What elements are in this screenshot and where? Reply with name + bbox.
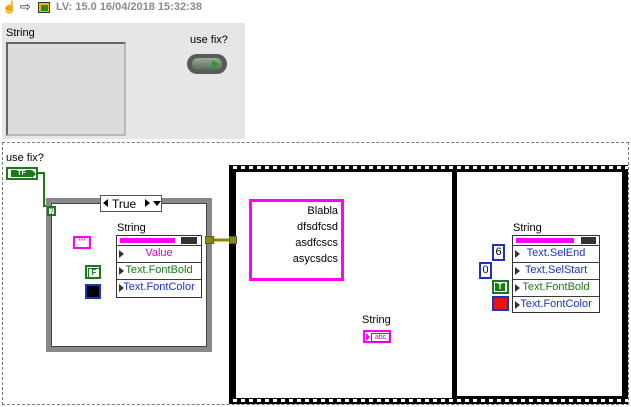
- use-fix-terminal-label: use fix?: [6, 152, 44, 164]
- case-string-label: String: [117, 222, 146, 234]
- use-fix-terminal[interactable]: TF: [6, 167, 38, 180]
- case-property-node[interactable]: Value Text.FontBold Text.FontColor: [116, 235, 202, 298]
- property-node-header: [117, 236, 201, 245]
- arrow-right-icon[interactable]: ⇨: [20, 0, 31, 14]
- black-color-constant[interactable]: [85, 284, 101, 299]
- write-arrow-icon: [515, 250, 520, 258]
- film-holes-bottom: [229, 399, 628, 402]
- write-arrow-icon: [515, 284, 520, 292]
- red-color-constant[interactable]: [492, 296, 509, 311]
- true-badge: T: [495, 283, 505, 291]
- write-arrow-icon: [119, 250, 124, 258]
- true-constant[interactable]: T: [492, 280, 509, 294]
- property-node-header: [513, 236, 599, 245]
- case-increment-icon[interactable]: [145, 199, 150, 207]
- tf-badge: TF: [11, 170, 32, 177]
- toggle-play-icon: [212, 60, 219, 68]
- front-panel: String use fix?: [2, 23, 245, 139]
- string-class-icon: [120, 238, 175, 243]
- string-indicator-terminal-label: String: [362, 314, 391, 326]
- film-holes-top: [229, 166, 628, 169]
- write-arrow-icon: [119, 284, 124, 292]
- toolbar-title: LV: 15.0 16/04/2018 15:32:38: [56, 1, 202, 13]
- empty-string-constant[interactable]: "": [73, 236, 91, 249]
- case-selector[interactable]: True: [100, 195, 162, 212]
- false-constant[interactable]: F: [85, 265, 101, 279]
- prop-fontbold: Text.FontBold: [117, 262, 201, 278]
- string-indicator[interactable]: [6, 42, 126, 136]
- block-diagram-icon[interactable]: [41, 5, 48, 11]
- write-arrow-icon: [515, 301, 520, 309]
- block-diagram-area: [2, 142, 629, 405]
- use-fix-control-label: use fix?: [190, 34, 228, 46]
- string-line-2: dfsdfcsd: [297, 221, 338, 233]
- case-selector-label: True: [112, 197, 137, 211]
- refnum-icon: [181, 237, 197, 244]
- prop-fontcolor: Text.FontColor: [513, 296, 599, 312]
- case-output-tunnel: [205, 236, 214, 244]
- prop-selend: Text.SelEnd: [513, 245, 599, 261]
- case-dropdown-icon[interactable]: [153, 201, 161, 206]
- refnum-icon: [581, 237, 596, 244]
- string-line-4: asycsdcs: [292, 253, 338, 265]
- sel-end-constant[interactable]: 6: [492, 244, 505, 261]
- selector-terminal: ?: [47, 206, 56, 216]
- multiline-string-constant[interactable]: Blabla dfsdfcsd asdfcscs asycsdcs: [249, 199, 344, 281]
- string-indicator-terminal[interactable]: abc: [363, 330, 391, 343]
- prop-fontcolor: Text.FontColor: [117, 279, 201, 296]
- seq2-property-node[interactable]: Text.SelEnd Text.SelStart Text.FontBold …: [512, 235, 600, 313]
- terminal-arrow-icon: [366, 333, 370, 341]
- operate-hand-icon[interactable]: ☝: [2, 0, 17, 14]
- use-fix-toggle-button[interactable]: [187, 54, 227, 74]
- sequence-input-tunnel: [229, 236, 237, 244]
- toolbar: ☝ ⇨ LV: 15.0 16/04/2018 15:32:38: [0, 0, 631, 16]
- prop-fontbold: Text.FontBold: [513, 279, 599, 295]
- string-line-1: Blabla: [307, 205, 338, 217]
- write-arrow-icon: [515, 267, 520, 275]
- seq2-string-label: String: [513, 222, 542, 234]
- sel-start-constant[interactable]: 0: [479, 262, 492, 279]
- string-indicator-label: String: [6, 27, 35, 39]
- terminal-arrow-icon: [32, 170, 36, 178]
- abc-badge: abc: [371, 333, 390, 342]
- string-class-icon: [516, 238, 574, 243]
- prop-selstart: Text.SelStart: [513, 262, 599, 278]
- write-arrow-icon: [119, 267, 124, 275]
- string-line-3: asdfcscs: [295, 237, 338, 249]
- false-badge: F: [88, 268, 100, 278]
- case-decrement-icon[interactable]: [103, 199, 108, 207]
- prop-value: Value: [117, 245, 201, 261]
